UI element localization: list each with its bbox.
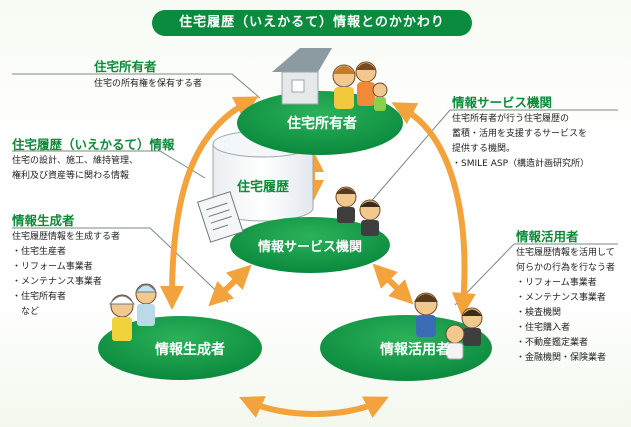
generator-callout-heading: 情報生成者 bbox=[12, 213, 75, 228]
owner-node-label: 住宅所有者 bbox=[287, 116, 357, 132]
user-desc-line: ・住宅購入者 bbox=[516, 323, 571, 333]
history-desc-line: 権利及び資産等に関わる情報 bbox=[12, 171, 130, 181]
owner-generator-arrow bbox=[160, 96, 259, 310]
owner-callout-heading: 住宅所有者 bbox=[94, 59, 157, 74]
service-desc-line: 提供する機関。 bbox=[452, 144, 516, 154]
house-illustration bbox=[272, 48, 332, 105]
owner-user-arrow bbox=[391, 102, 476, 317]
owner-desc-line: 住宅の所有権を保有する者 bbox=[94, 79, 203, 89]
user-callout-desc: 住宅履歴情報を活用して 何らかの行為を行なう者 ・リフォーム事業者 ・メンテナン… bbox=[516, 246, 615, 366]
document-illustration bbox=[197, 191, 244, 243]
user-desc-line: ・金融機関・保険業者 bbox=[516, 353, 607, 363]
user-desc-line: ・メンテナンス事業者 bbox=[516, 293, 606, 303]
service-generator-arrow bbox=[208, 264, 252, 307]
generator-desc-line: ・住宅生産者 bbox=[12, 247, 67, 257]
history-callout-desc: 住宅の設計、施工、維持管理、 権利及び資産等に関わる情報 bbox=[12, 154, 138, 184]
generator-node bbox=[98, 316, 262, 380]
owner-node bbox=[237, 91, 403, 155]
generator-desc-line: など bbox=[12, 307, 40, 317]
service-node bbox=[230, 217, 390, 273]
history-desc-line: 住宅の設計、施工、維持管理、 bbox=[12, 156, 139, 166]
service-node-label: 情報サービス機関 bbox=[257, 240, 362, 255]
user-desc-line: ・不動産鑑定業者 bbox=[516, 338, 589, 348]
generator-user-arrow bbox=[239, 396, 389, 419]
staff-illustration bbox=[335, 186, 381, 236]
generator-desc-line: ・メンテナンス事業者 bbox=[12, 277, 102, 287]
generator-desc-line: 住宅履歴情報を生成する者 bbox=[12, 232, 121, 242]
user-desc-line: ・検査機関 bbox=[516, 308, 562, 318]
user-desc-line: ・リフォーム事業者 bbox=[516, 278, 597, 288]
generator-node-label: 情報生成者 bbox=[155, 342, 225, 358]
diagram-title: 住宅履歴（いえかるて）情報とのかかわり bbox=[152, 10, 472, 36]
user-node-label: 情報活用者 bbox=[380, 342, 450, 358]
service-desc-line: 蓄積・活用を支援するサービスを bbox=[452, 129, 588, 139]
user-desc-line: 何らかの行為を行なう者 bbox=[516, 263, 616, 273]
generator-desc-line: ・住宅所有者 bbox=[12, 292, 67, 302]
workers-illustration bbox=[108, 283, 157, 341]
service-callout-heading: 情報サービス機関 bbox=[452, 95, 553, 110]
history-callout-heading: 住宅履歴（いえかるて）情報 bbox=[12, 137, 175, 152]
owner-callout-line bbox=[12, 73, 261, 99]
users-illustration bbox=[414, 292, 483, 360]
database-label: 住宅履歴 bbox=[236, 180, 289, 195]
owner-callout-desc: 住宅の所有権を保有する者 bbox=[94, 77, 202, 92]
service-callout-desc: 住宅所有者が行う住宅履歴の 蓄積・活用を支援するサービスを 提供する機関。 ・S… bbox=[452, 112, 589, 172]
user-desc-line: 住宅履歴情報を活用して bbox=[516, 248, 615, 258]
family-illustration bbox=[332, 61, 388, 111]
generator-callout-desc: 住宅履歴情報を生成する者 ・住宅生産者 ・リフォーム事業者 ・メンテナンス事業者… bbox=[12, 230, 120, 320]
user-callout-heading: 情報活用者 bbox=[516, 229, 579, 244]
service-desc-line: 住宅所有者が行う住宅履歴の bbox=[452, 114, 570, 124]
generator-desc-line: ・リフォーム事業者 bbox=[12, 262, 93, 272]
service-desc-line: ・SMILE ASP（構造計画研究所） bbox=[452, 159, 589, 169]
service-user-arrow bbox=[372, 263, 414, 305]
